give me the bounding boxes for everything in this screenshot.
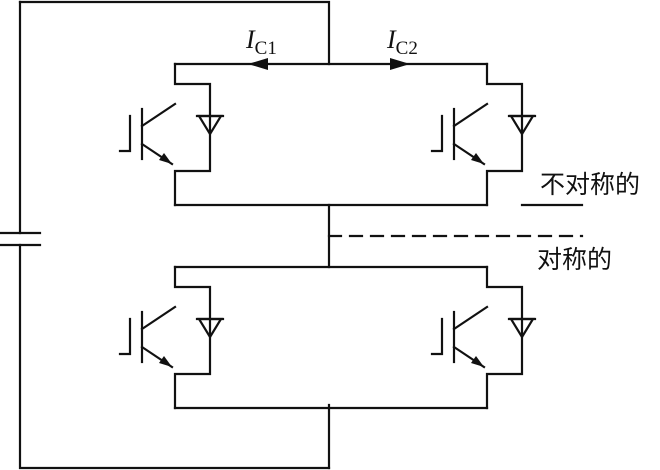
igbt-icon [118,265,225,410]
igbt-icon [118,62,225,207]
ic2-label: IC2 [386,25,418,59]
asymmetric-label: 不对称的 [540,170,640,199]
ic1-label: IC1 [245,25,277,59]
symmetric-label: 对称的 [537,245,612,274]
arrow-ic1 [248,58,268,70]
capacitor-lead-bottom [18,243,331,470]
igbt-icon [430,62,537,207]
arrow-ic2 [390,58,410,70]
igbt-icon [430,265,537,410]
capacitor-icon [0,231,42,247]
top-bus-wire [18,0,331,66]
